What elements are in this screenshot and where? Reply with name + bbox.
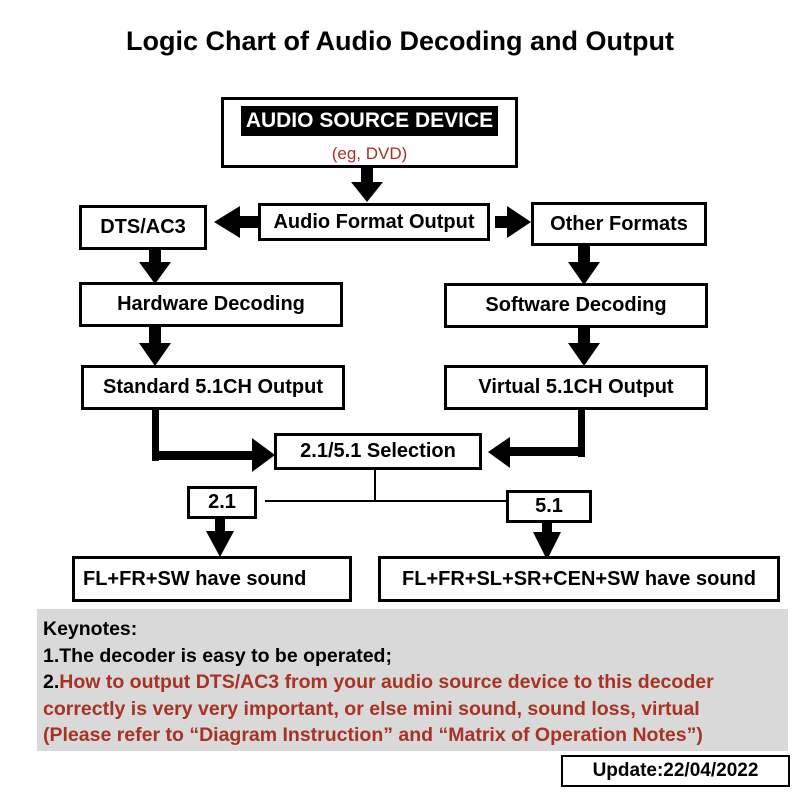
arrow-21-to-result [206,518,234,557]
arrow-51-to-result [533,521,561,560]
hardware-decoding-box: Hardware Decoding [79,282,343,327]
software-decoding-box: Software Decoding [444,283,708,328]
keynote-2-number: 2. [43,671,60,693]
arrow-format-to-dts [214,206,260,238]
keynotes-panel: Keynotes: 1.The decoder is easy to be op… [37,609,788,751]
arrow-source-to-format [351,166,383,202]
dts-ac3-box: DTS/AC3 [79,205,207,250]
keynotes-heading: Keynotes: [43,618,138,640]
result-51-box: FL+FR+SL+SR+CEN+SW have sound [378,556,780,602]
arrow-software-to-virtual [568,327,600,366]
arrow-format-to-other [495,206,531,238]
audio-source-example: (eg, DVD) [331,144,408,163]
arrow-virtual-to-selection [488,409,585,468]
arrow-dts-to-hardware [139,250,171,284]
update-date-badge: Update:22/04/2022 [561,755,790,787]
arrow-hardware-to-standard [139,326,171,366]
audio-source-device-box: AUDIO SOURCE DEVICE (eg, DVD) [221,97,518,168]
option-21-box: 2.1 [187,486,257,519]
keynote-2-line-3: (Please refer to “Diagram Instruction” a… [43,724,703,746]
selection-branch [265,468,508,502]
standard-51ch-output-box: Standard 5.1CH Output [81,365,345,410]
keynote-2-line-1: How to output DTS/AC3 from your audio so… [59,671,714,693]
virtual-51ch-output-box: Virtual 5.1CH Output [444,365,708,410]
selection-box: 2.1/5.1 Selection [274,433,482,470]
arrow-other-to-software [568,246,600,285]
result-21-box: FL+FR+SW have sound [72,556,352,602]
keynote-1: 1.The decoder is easy to be operated; [43,644,392,667]
keynote-2: 2.How to output DTS/AC3 from your audio … [43,669,782,696]
audio-format-output-box: Audio Format Output [258,203,490,241]
audio-source-device-label: AUDIO SOURCE DEVICE [240,106,499,136]
keynote-2-line-2: correctly is very very important, or els… [43,697,700,720]
option-51-box: 5.1 [506,490,592,523]
arrow-standard-to-selection [152,409,275,472]
chart-title: Logic Chart of Audio Decoding and Output [126,26,674,56]
other-formats-box: Other Formats [531,202,707,246]
